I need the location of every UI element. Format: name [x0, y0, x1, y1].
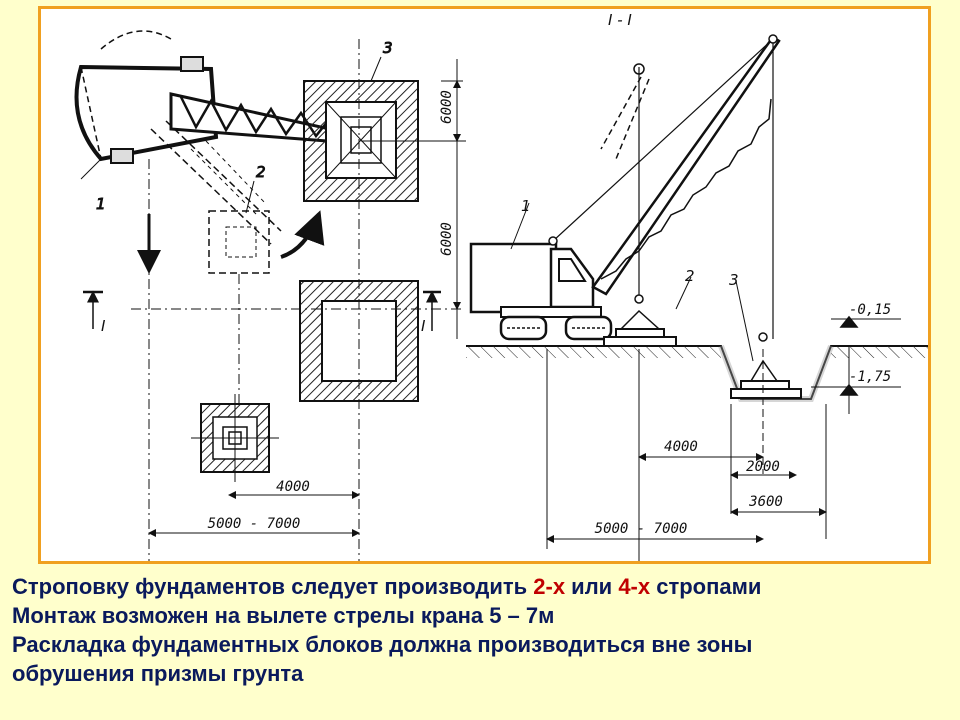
section-mark-left: I	[101, 317, 106, 335]
caption-highlight-2: 2-х	[533, 574, 566, 599]
section-title: I - I	[608, 11, 632, 29]
block-pit	[730, 359, 802, 399]
pit-section-label: 3	[729, 271, 739, 289]
crane-section-label: 1	[521, 197, 531, 215]
caption-text: стропами	[650, 574, 762, 599]
elevation-top: -0,15	[849, 302, 891, 318]
dim-section-range: 5000 - 7000	[595, 521, 688, 537]
dim-plan-range: 5000 - 7000	[208, 516, 301, 532]
foundation-plan-small	[191, 394, 279, 482]
dim-plan-4000: 4000	[276, 479, 310, 495]
technical-drawing: 1 2 3	[74, 11, 928, 561]
caption-line-3: Раскладка фундаментных блоков должна про…	[12, 632, 753, 657]
block-section-label: 2	[685, 267, 695, 285]
pit-plan-label: 3	[383, 39, 393, 57]
caption-text: или	[565, 574, 619, 599]
crane-plan-label: 1	[96, 195, 106, 213]
plan-view: 1 2 3	[74, 30, 466, 561]
dim-section-3600: 3600	[748, 494, 783, 510]
move-arrow	[280, 210, 325, 259]
block-section	[603, 309, 677, 347]
caption-highlight-4: 4-х	[618, 574, 651, 599]
caption-text: Строповку фундаментов следует производит…	[12, 574, 534, 599]
dim-section-2000: 2000	[746, 459, 780, 475]
dim-plan-mid: 6000	[439, 222, 455, 256]
dim-section-4000: 4000	[664, 439, 698, 455]
caption-line-1: Строповку фундаментов следует производит…	[12, 572, 952, 601]
section-mark-right: I	[421, 317, 426, 335]
elevation-bottom: -1,75	[849, 369, 891, 385]
crane-section	[469, 34, 781, 342]
dim-plan-top: 6000	[439, 90, 455, 124]
caption-line-4: обрушения призмы грунта	[12, 661, 304, 686]
caption-line-2: Монтаж возможен на вылете стрелы крана 5…	[12, 603, 555, 628]
block-plan-label: 2	[256, 163, 266, 181]
block-plan-position	[208, 210, 270, 274]
caption: Строповку фундаментов следует производит…	[12, 572, 952, 688]
section-view	[466, 34, 928, 561]
